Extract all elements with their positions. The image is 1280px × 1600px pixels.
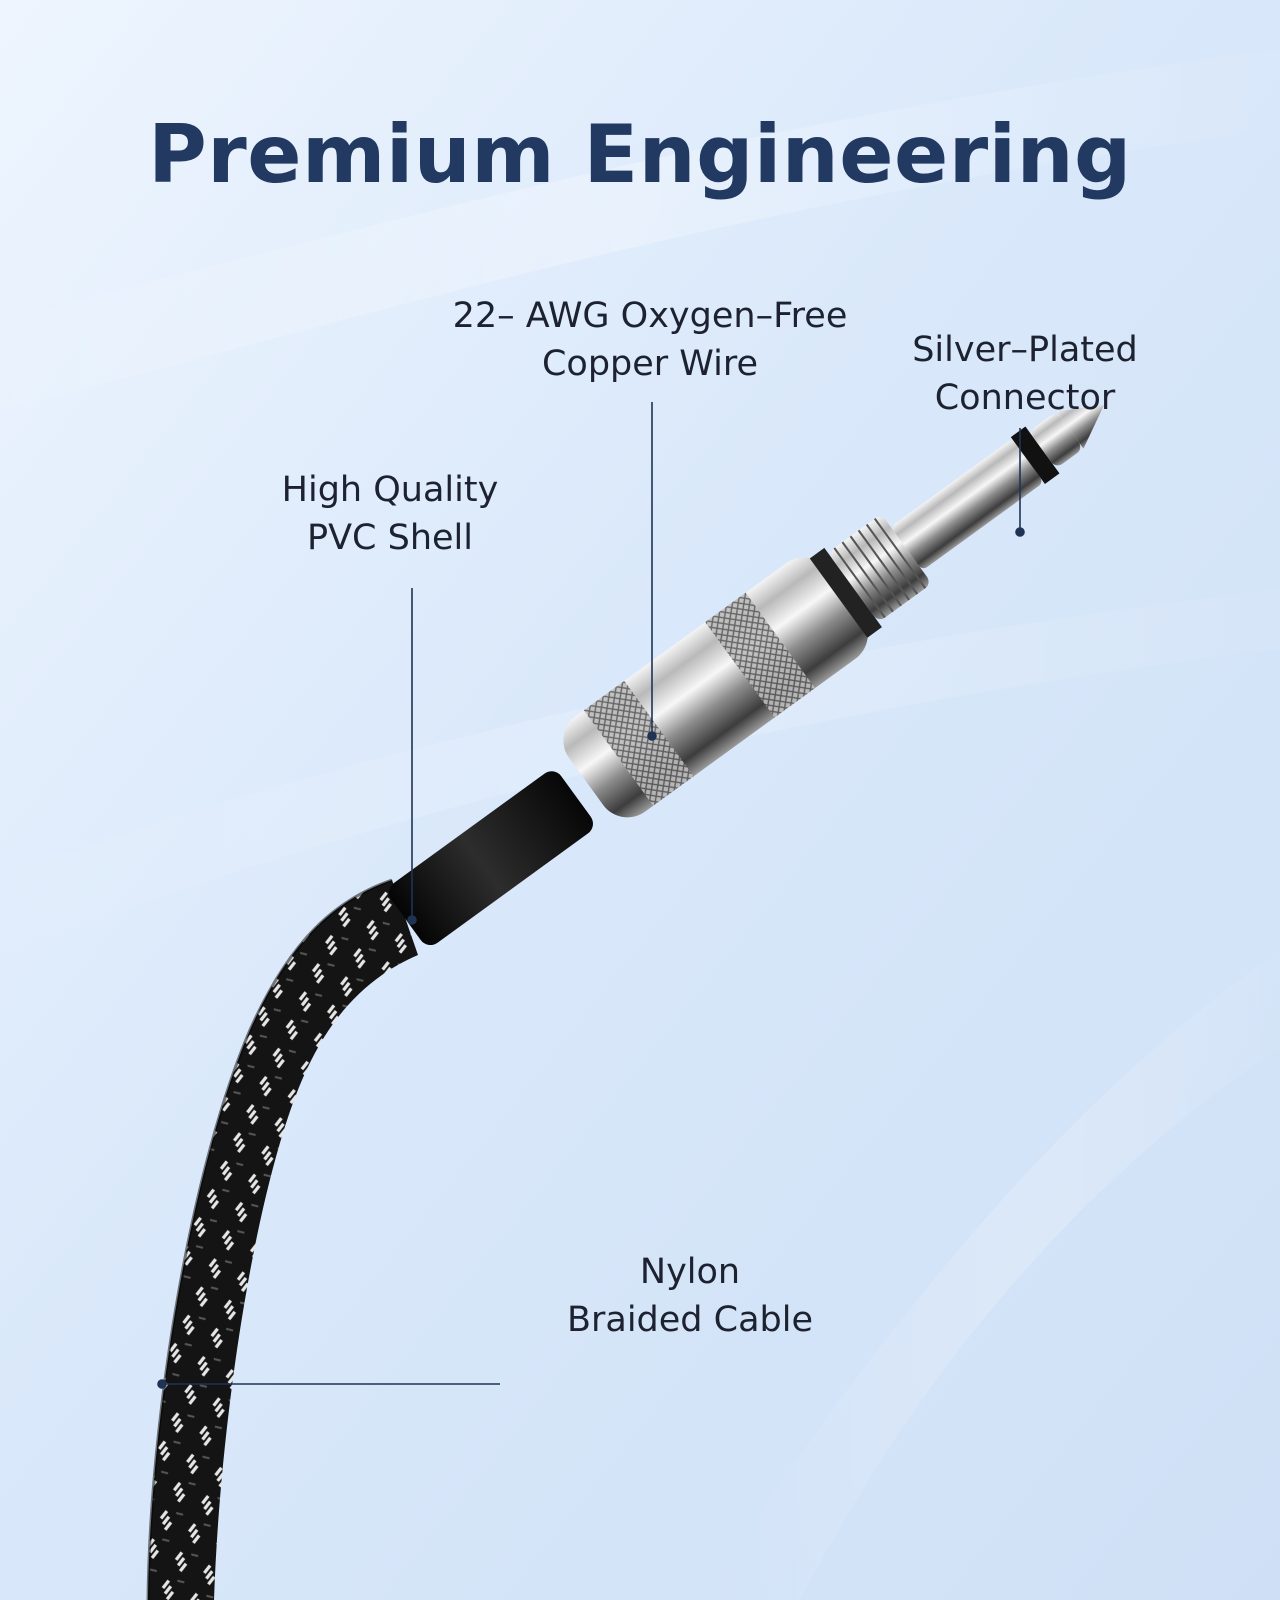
- callout-wire-line1: 22– AWG Oxygen–Free: [452, 296, 848, 336]
- leader-dot-wire: [647, 731, 657, 741]
- callout-braided-cable: Nylon Braided Cable: [540, 1248, 840, 1344]
- callout-copper-wire: 22– AWG Oxygen–Free Copper Wire: [420, 292, 880, 388]
- callout-pvc-shell: High Quality PVC Shell: [240, 466, 540, 562]
- nylon-braided-cable: [146, 878, 418, 1600]
- callout-shell-line1: High Quality: [281, 470, 499, 510]
- leader-dot-connector: [1015, 527, 1025, 537]
- callout-connector: Silver–Plated Connector: [880, 326, 1170, 422]
- page-title: Premium Engineering: [148, 108, 1132, 201]
- silver-plated-connector: [563, 405, 1104, 818]
- pvc-shell: [389, 771, 593, 946]
- callout-braid-line1: Nylon: [639, 1252, 741, 1292]
- leader-dot-braid: [157, 1379, 167, 1389]
- leader-dot-shell: [407, 915, 417, 925]
- callout-wire-line2: Copper Wire: [541, 344, 759, 384]
- callout-connector-line1: Silver–Plated: [912, 330, 1138, 370]
- callout-shell-line2: PVC Shell: [307, 518, 473, 558]
- callout-connector-line2: Connector: [934, 378, 1116, 418]
- callout-braid-line2: Braided Cable: [566, 1300, 814, 1340]
